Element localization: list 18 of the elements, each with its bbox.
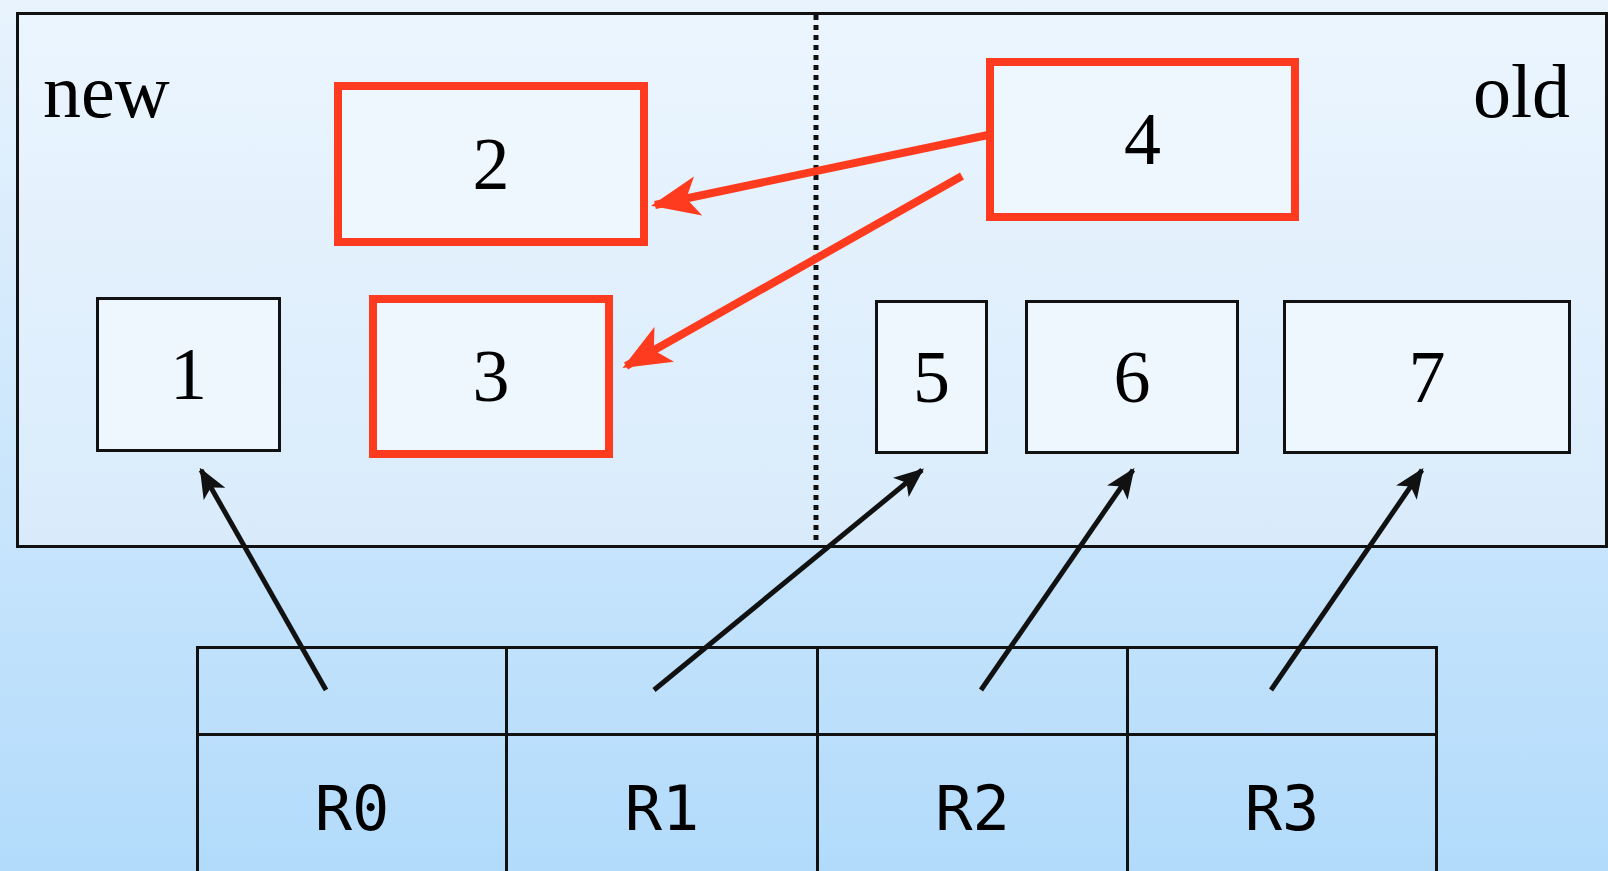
box: 1 [96, 297, 281, 452]
arrow [651, 131, 989, 216]
region-label: new [43, 53, 170, 129]
box: 7 [1283, 300, 1571, 454]
table-cell [1126, 646, 1438, 736]
highlighted-box: 3 [369, 295, 613, 458]
arrow [978, 467, 1136, 692]
arrow [1268, 467, 1425, 692]
highlighted-box: 2 [334, 82, 648, 246]
table-cell [196, 646, 508, 736]
region-label: old [1473, 53, 1571, 129]
box: 6 [1025, 300, 1239, 454]
box: 5 [875, 300, 988, 454]
panel [16, 12, 1608, 548]
highlighted-box: 4 [986, 58, 1299, 221]
arrow [622, 172, 964, 370]
arrow [198, 467, 329, 692]
arrow [652, 468, 924, 692]
